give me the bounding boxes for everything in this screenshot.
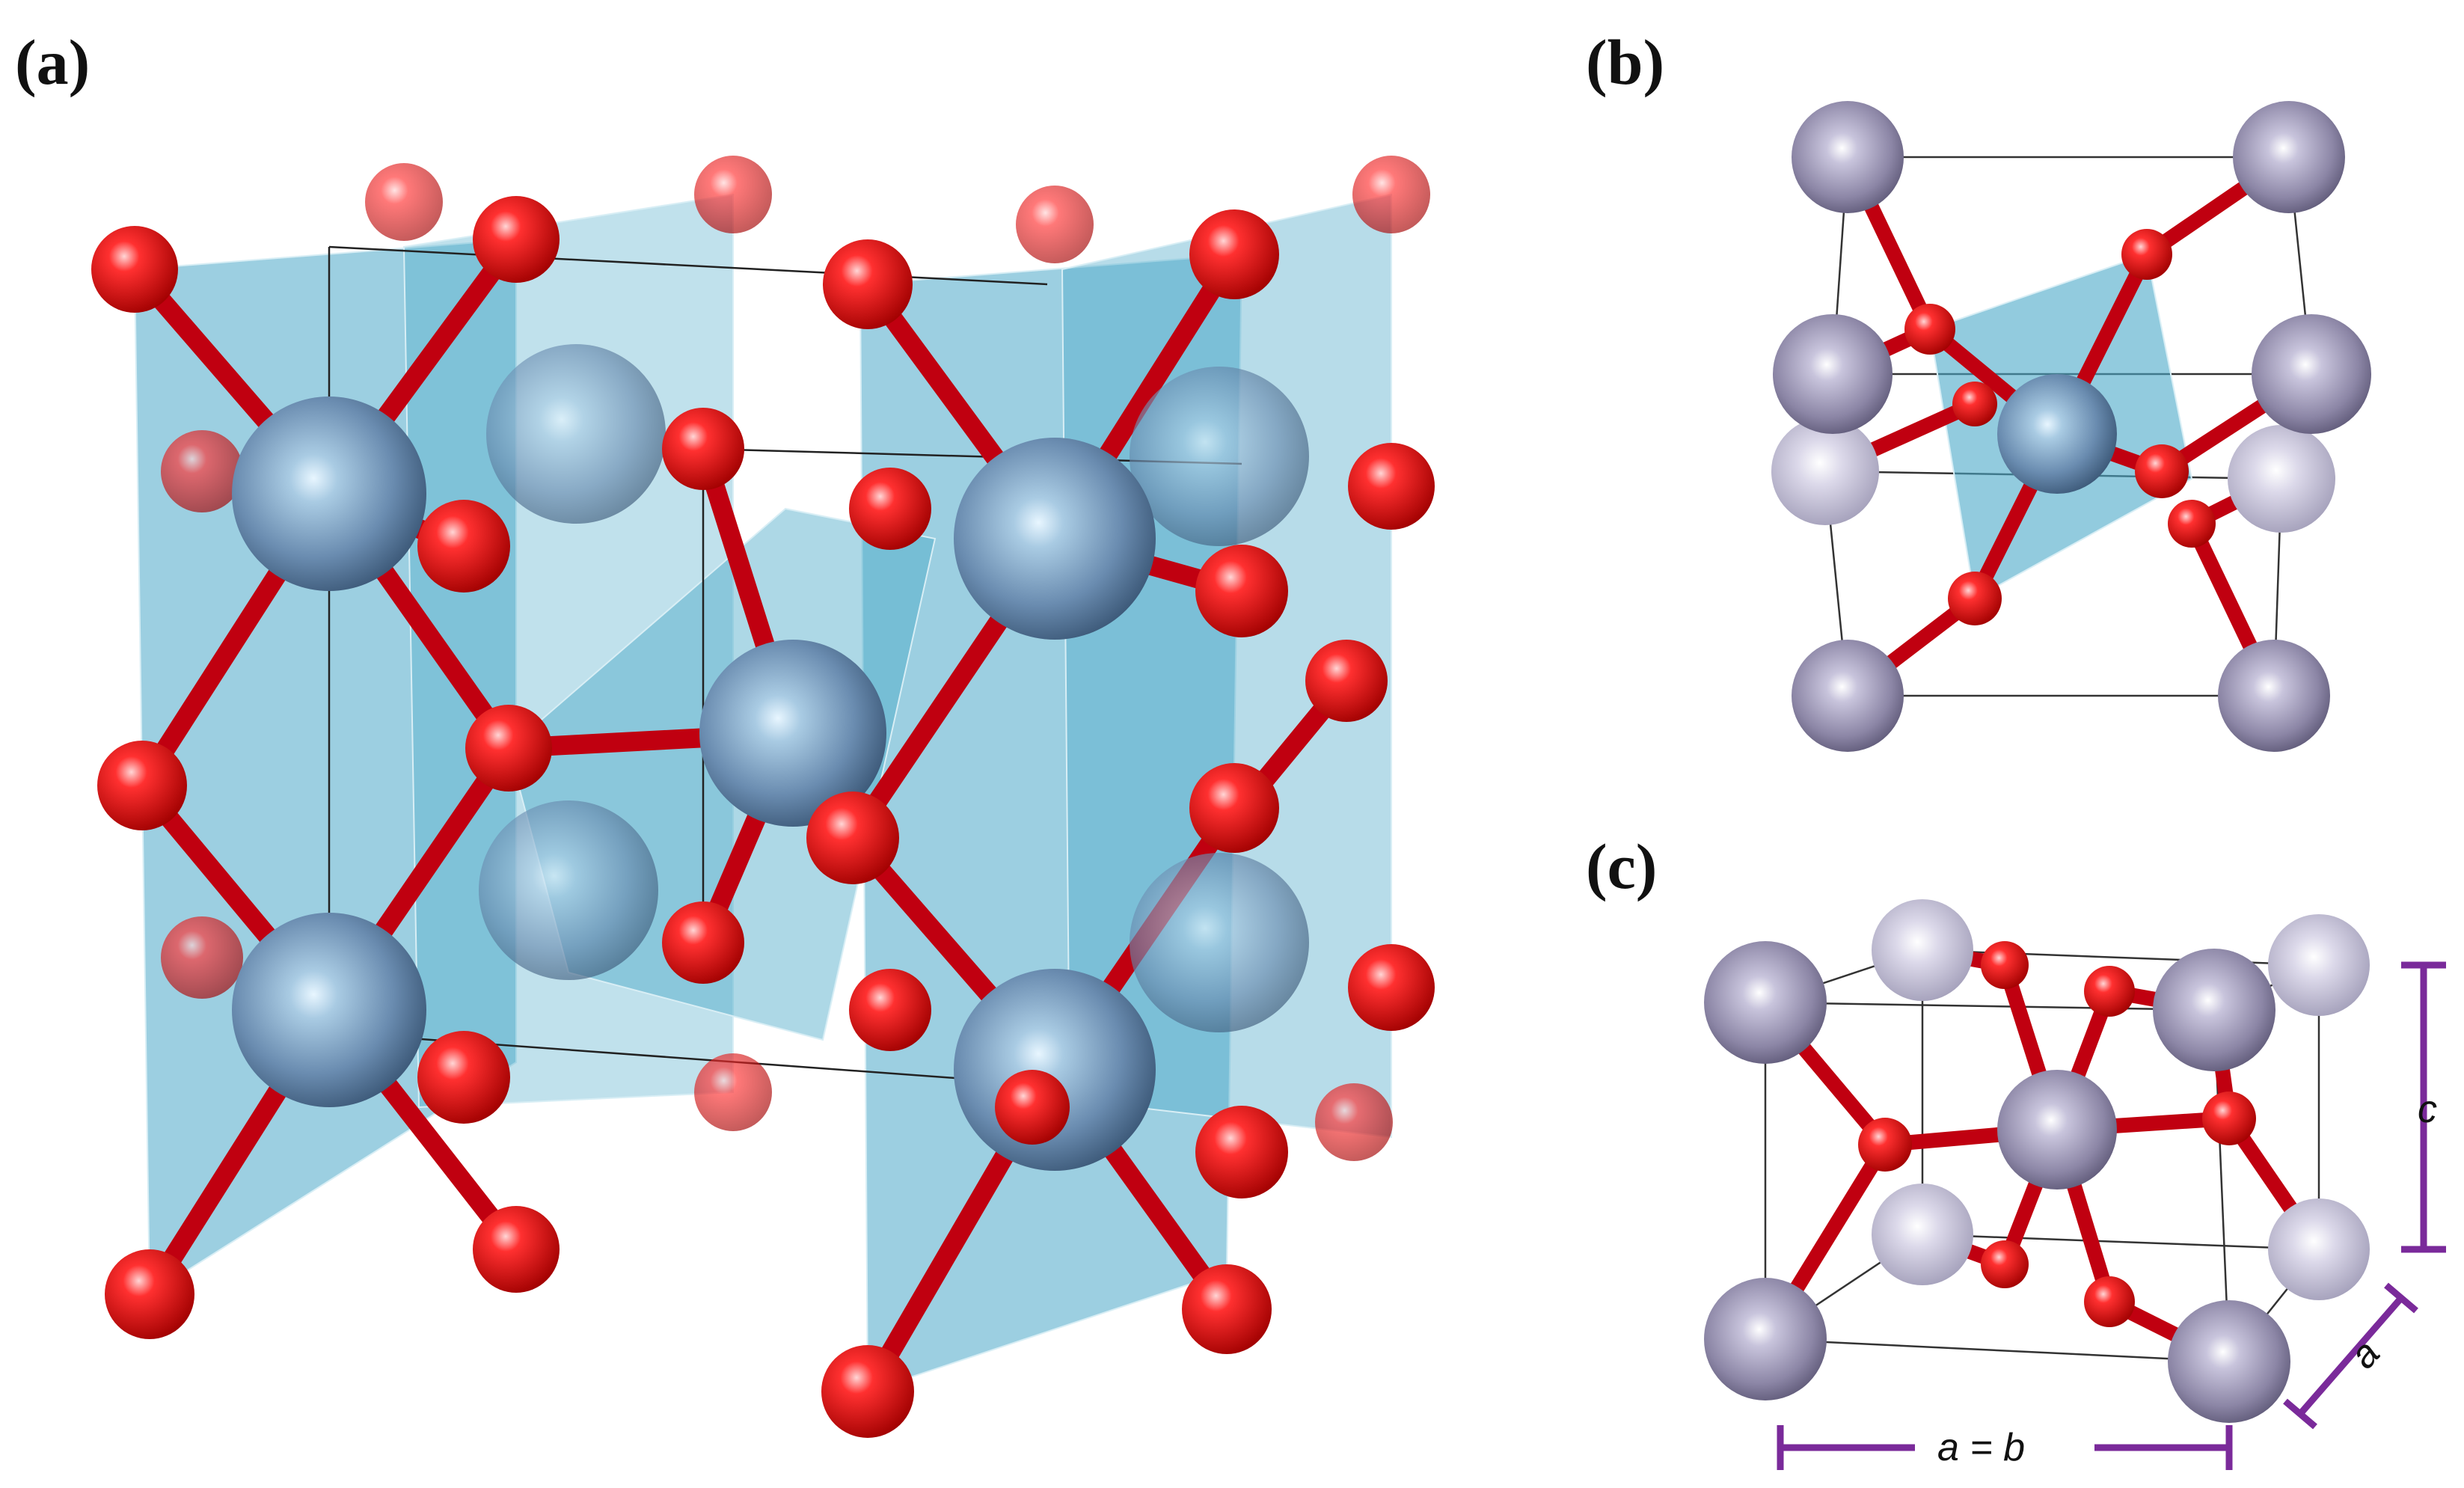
- panel-b-cation-top-left: [1792, 101, 1904, 213]
- panel-c-dimension-a-side-bar: [2283, 1282, 2418, 1430]
- panel-b-label: (b): [1586, 26, 1665, 98]
- panel-a-oxygen-22: [821, 1345, 914, 1438]
- panel-c-structure: c a a = b: [1704, 899, 2446, 1470]
- panel-a-oxygen-back-8: [1315, 1083, 1393, 1161]
- panel-a-oxygen-11: [823, 239, 913, 329]
- panel-a-oxygen-14: [1195, 545, 1288, 637]
- panel-c-oxygen-3: [2084, 966, 2135, 1017]
- panel-a-back-atoms: [161, 156, 1430, 1161]
- panel-a-oxygen-13: [849, 468, 931, 550]
- panel-c-oxygen-4: [2084, 1276, 2135, 1327]
- panel-a-label: (a): [15, 26, 91, 98]
- panel-a-metal-back-3: [1130, 367, 1309, 546]
- panel-a-oxygen-back-7: [694, 1053, 772, 1131]
- panel-b-oxygen-1: [1904, 304, 1955, 355]
- panel-c-cation-front-2: [2153, 949, 2275, 1071]
- panel-c-cation-back-2: [2268, 914, 2370, 1016]
- panel-c-oxygen-back-1: [1981, 941, 2029, 989]
- panel-a-oxygen-2: [473, 196, 560, 283]
- panel-a-oxygen-back-5: [161, 430, 243, 512]
- panel-a-oxygen-21: [1195, 1106, 1288, 1198]
- panel-a-oxygen-20: [1348, 944, 1435, 1031]
- panel-a-metal-back-4: [1130, 853, 1309, 1032]
- panel-b-cation-back-right: [2228, 425, 2335, 533]
- panel-a-oxygen-1: [91, 226, 178, 313]
- panel-a-oxygen-back-6: [161, 916, 243, 999]
- panel-b-oxygen-5: [2168, 500, 2216, 548]
- panel-c-cation-back-1: [1872, 899, 1973, 1001]
- panel-b-oxygen-6: [1952, 382, 1997, 426]
- panel-c-dimension-ab-label: a = b: [1937, 1426, 2025, 1469]
- panel-a-metal-back-1: [486, 344, 666, 524]
- panel-a-oxygen-3: [417, 500, 510, 593]
- panel-a-structure: [91, 156, 1435, 1438]
- panel-a-metal-atom-5: [954, 969, 1156, 1171]
- panel-a-oxygen-back-3: [1016, 186, 1094, 263]
- panel-c-cation-front-3: [1704, 1278, 1827, 1400]
- panel-a-oxygen-6: [662, 408, 744, 490]
- panel-a-metal-back-2: [479, 800, 658, 980]
- panel-a-oxygen-back-4: [1352, 156, 1430, 233]
- panel-a-oxygen-atoms: [91, 196, 1435, 1438]
- panel-b-structure: [1771, 101, 2371, 752]
- panel-a-oxygen-18: [1189, 763, 1279, 853]
- panel-c-label: (c): [1586, 830, 1658, 902]
- panel-c-cation-center: [1997, 1070, 2117, 1190]
- panel-b-cation-back-left: [1771, 417, 1879, 525]
- panel-c-cation-front-4: [2168, 1300, 2290, 1423]
- panel-a-metal-atom-2: [232, 913, 426, 1107]
- panel-a-oxygen-23: [1182, 1264, 1272, 1354]
- panel-b-cation-bottom-left: [1792, 640, 1904, 752]
- panel-a-oxygen-10: [473, 1206, 560, 1293]
- panel-c-cation-back-3: [1872, 1184, 1973, 1285]
- panel-c-dimension-ab-bar: [1777, 1425, 2233, 1470]
- panel-b-cation-top-right: [2233, 101, 2345, 213]
- panel-a-oxygen-back-2: [694, 156, 772, 233]
- panel-c-dimension-c-bar: [2401, 961, 2446, 1253]
- panel-c-oxygen-1: [1858, 1118, 1912, 1172]
- panel-b-oxygen-4: [1948, 572, 2002, 625]
- panel-a-oxygen-5: [465, 705, 552, 792]
- panel-a-oxygen-16: [1305, 640, 1388, 722]
- panel-c-oxygen-back-2: [1981, 1240, 2029, 1288]
- panel-b-cation-mid-right: [2252, 314, 2371, 434]
- panel-b-oxygen-2: [2121, 229, 2172, 280]
- panel-b-oxygen-3: [2135, 444, 2189, 498]
- panel-a-oxygen-19: [849, 969, 931, 1051]
- panel-b-cation-center: [1997, 374, 2117, 494]
- panel-a-oxygen-back-1: [365, 163, 443, 241]
- panel-b-cation-bottom-right: [2218, 640, 2330, 752]
- panel-a-oxygen-12: [1189, 209, 1279, 299]
- panel-c-dimension-c-label: c: [2418, 1088, 2437, 1131]
- panel-a-oxygen-4: [97, 741, 187, 830]
- panel-a-oxygen-24: [995, 1070, 1070, 1145]
- panel-a-metal-atom-1: [232, 397, 426, 591]
- panel-c-cation-back-4: [2268, 1198, 2370, 1300]
- panel-a-oxygen-8: [417, 1031, 510, 1124]
- panel-c-cation-front-1: [1704, 941, 1827, 1064]
- panel-b-cation-mid-left: [1773, 314, 1893, 434]
- panel-a-metal-atom-3: [699, 640, 886, 827]
- panel-a-oxygen-17: [806, 792, 899, 884]
- panel-a-oxygen-7: [662, 901, 744, 984]
- panel-a-oxygen-9: [105, 1249, 194, 1339]
- panel-c-oxygen-2: [2202, 1091, 2256, 1145]
- panel-a-metal-atom-4: [954, 438, 1156, 640]
- panel-a-oxygen-15: [1348, 443, 1435, 530]
